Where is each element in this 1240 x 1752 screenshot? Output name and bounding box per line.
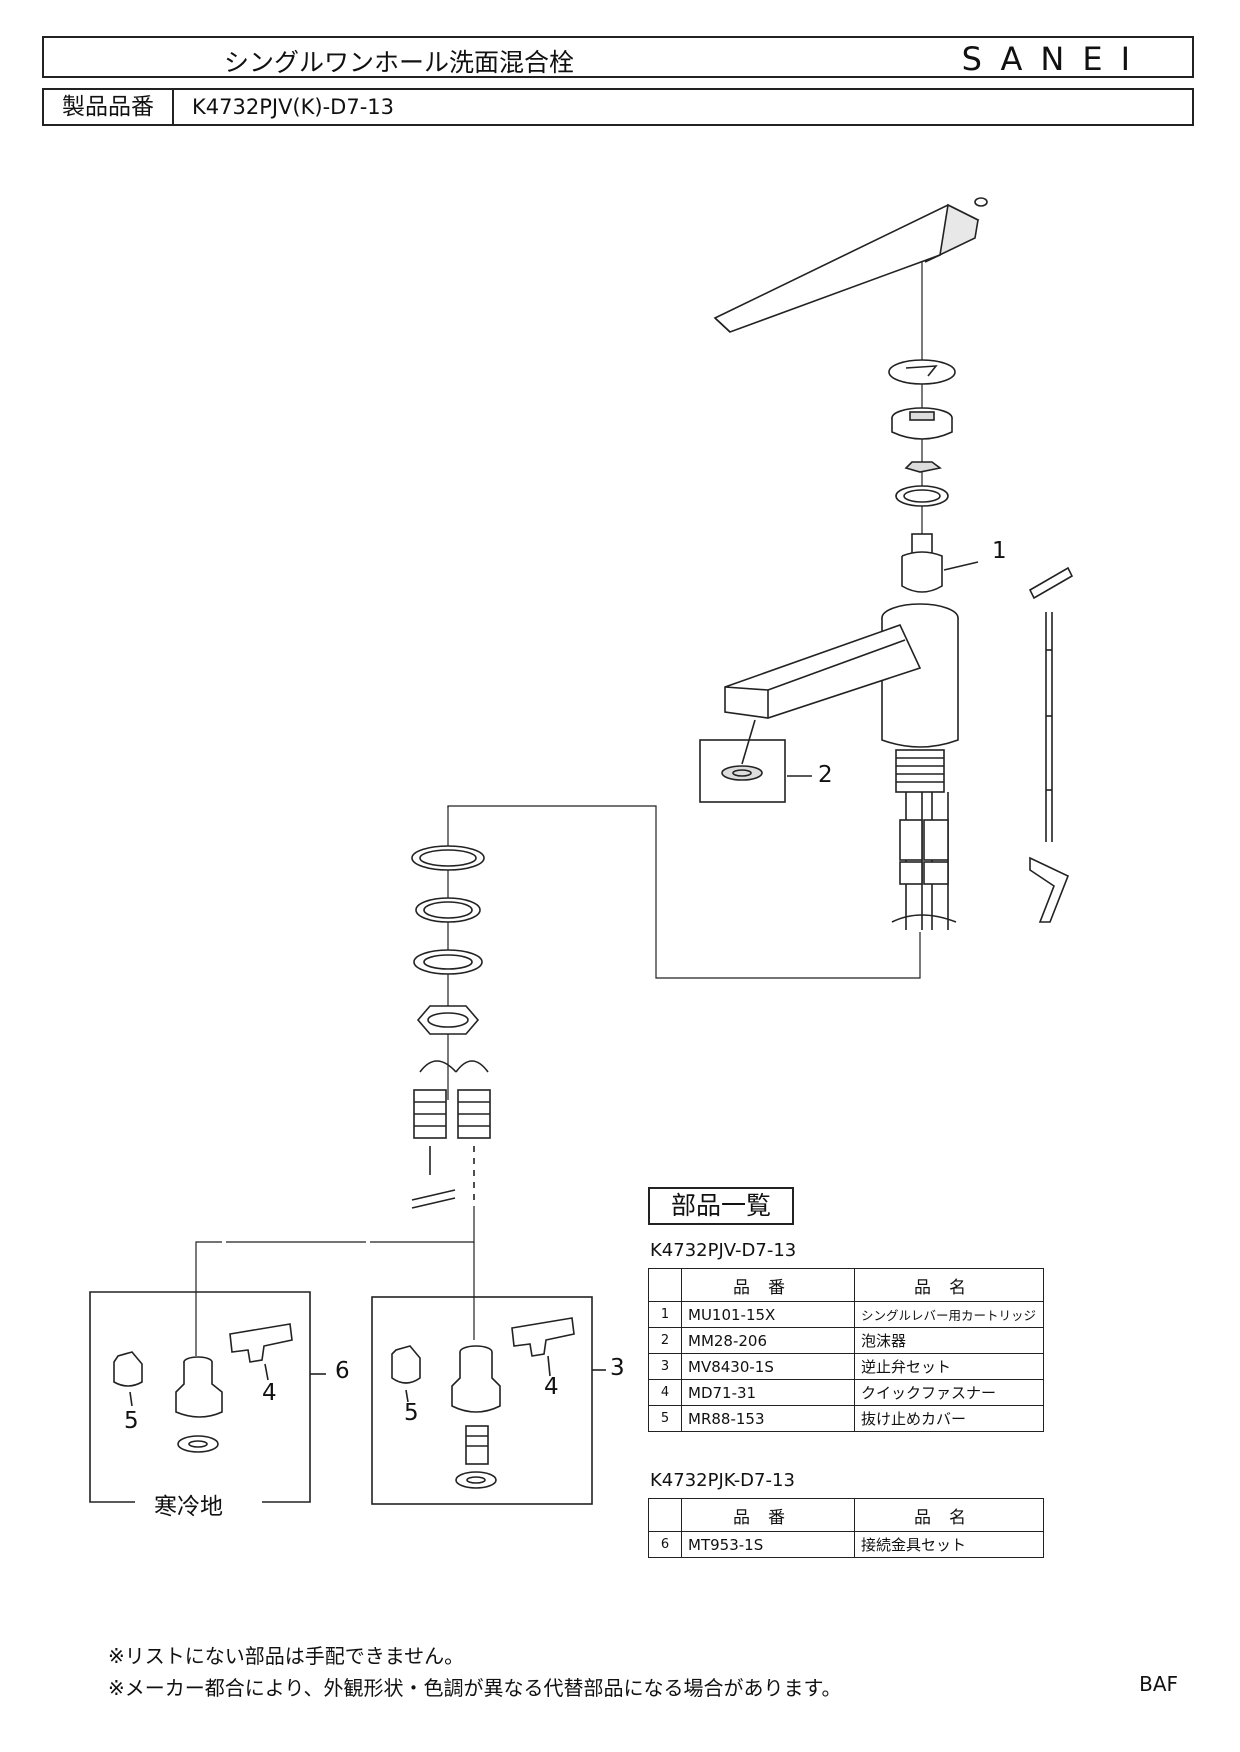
hose-ends xyxy=(411,1060,491,1209)
table-row: 2 MM28-206 泡沫器 xyxy=(648,1327,1044,1354)
table1-model: K4732PJV-D7-13 xyxy=(650,1240,797,1261)
leader-1 xyxy=(943,561,979,571)
model-label: 製品品番 xyxy=(44,90,174,124)
check-valve-box xyxy=(371,1296,606,1505)
parts-table-2: 品番 品名 6 MT953-1S 接続金具セット xyxy=(648,1498,1044,1558)
document-code: BAF xyxy=(1139,1672,1178,1696)
cold-region-label: 寒冷地 xyxy=(146,1487,231,1521)
brand-logo: SANEI xyxy=(961,40,1148,78)
mounting-washers xyxy=(411,845,485,1035)
callout-3: 3 xyxy=(610,1355,625,1381)
callout-4-cold: 4 xyxy=(262,1380,277,1406)
parts-table-1: 品番 品名 1 MU101-15X シングルレバー用カートリッジ 2 MM28-… xyxy=(648,1268,1044,1432)
table-row: 5 MR88-153 抜け止めカバー xyxy=(648,1405,1044,1432)
aerator-box xyxy=(699,719,812,803)
col-code: 品番 xyxy=(681,1498,855,1532)
set-ring xyxy=(888,359,956,385)
note-line-2: ※メーカー都合により、外観形状・色調が異なる代替部品になる場合があります。 xyxy=(108,1676,842,1700)
model-bar: 製品品番 K4732PJV(K)-D7-13 xyxy=(42,88,1194,126)
title-bar: シングルワンホール洗面混合栓 SANEI xyxy=(42,36,1194,78)
table2-model: K4732PJK-D7-13 xyxy=(650,1470,795,1491)
connector-line xyxy=(447,805,921,979)
table-row: 6 MT953-1S 接続金具セット xyxy=(648,1531,1044,1558)
document-title: シングルワンホール洗面混合栓 xyxy=(224,48,575,77)
table-row: 3 MV8430-1S 逆止弁セット xyxy=(648,1353,1044,1380)
cold-region-box xyxy=(89,1291,326,1503)
o-ring xyxy=(895,485,949,507)
branch-line xyxy=(195,1206,475,1360)
tools xyxy=(1028,566,1074,923)
model-value: K4732PJV(K)-D7-13 xyxy=(192,95,395,119)
col-name: 品名 xyxy=(854,1498,1044,1532)
packing xyxy=(904,461,942,473)
callout-5: 5 xyxy=(404,1400,419,1426)
lever-handle xyxy=(713,197,988,333)
parts-list-title: 部品一覧 xyxy=(648,1187,794,1225)
cartridge xyxy=(901,533,943,593)
col-code: 品番 xyxy=(681,1268,855,1302)
callout-4: 4 xyxy=(544,1374,559,1400)
callout-5-cold: 5 xyxy=(124,1408,139,1434)
callout-2: 2 xyxy=(818,762,833,788)
table-row: 1 MU101-15X シングルレバー用カートリッジ xyxy=(648,1301,1044,1328)
callout-6: 6 xyxy=(335,1358,350,1384)
faucet-body xyxy=(724,603,959,930)
note-line-1: ※リストにない部品は手配できません。 xyxy=(108,1644,465,1668)
cap xyxy=(891,407,953,440)
col-name: 品名 xyxy=(854,1268,1044,1302)
table-header: 品番 品名 xyxy=(648,1268,1044,1302)
callout-1: 1 xyxy=(992,538,1007,564)
table-row: 4 MD71-31 クイックファスナー xyxy=(648,1379,1044,1406)
table-header: 品番 品名 xyxy=(648,1498,1044,1532)
